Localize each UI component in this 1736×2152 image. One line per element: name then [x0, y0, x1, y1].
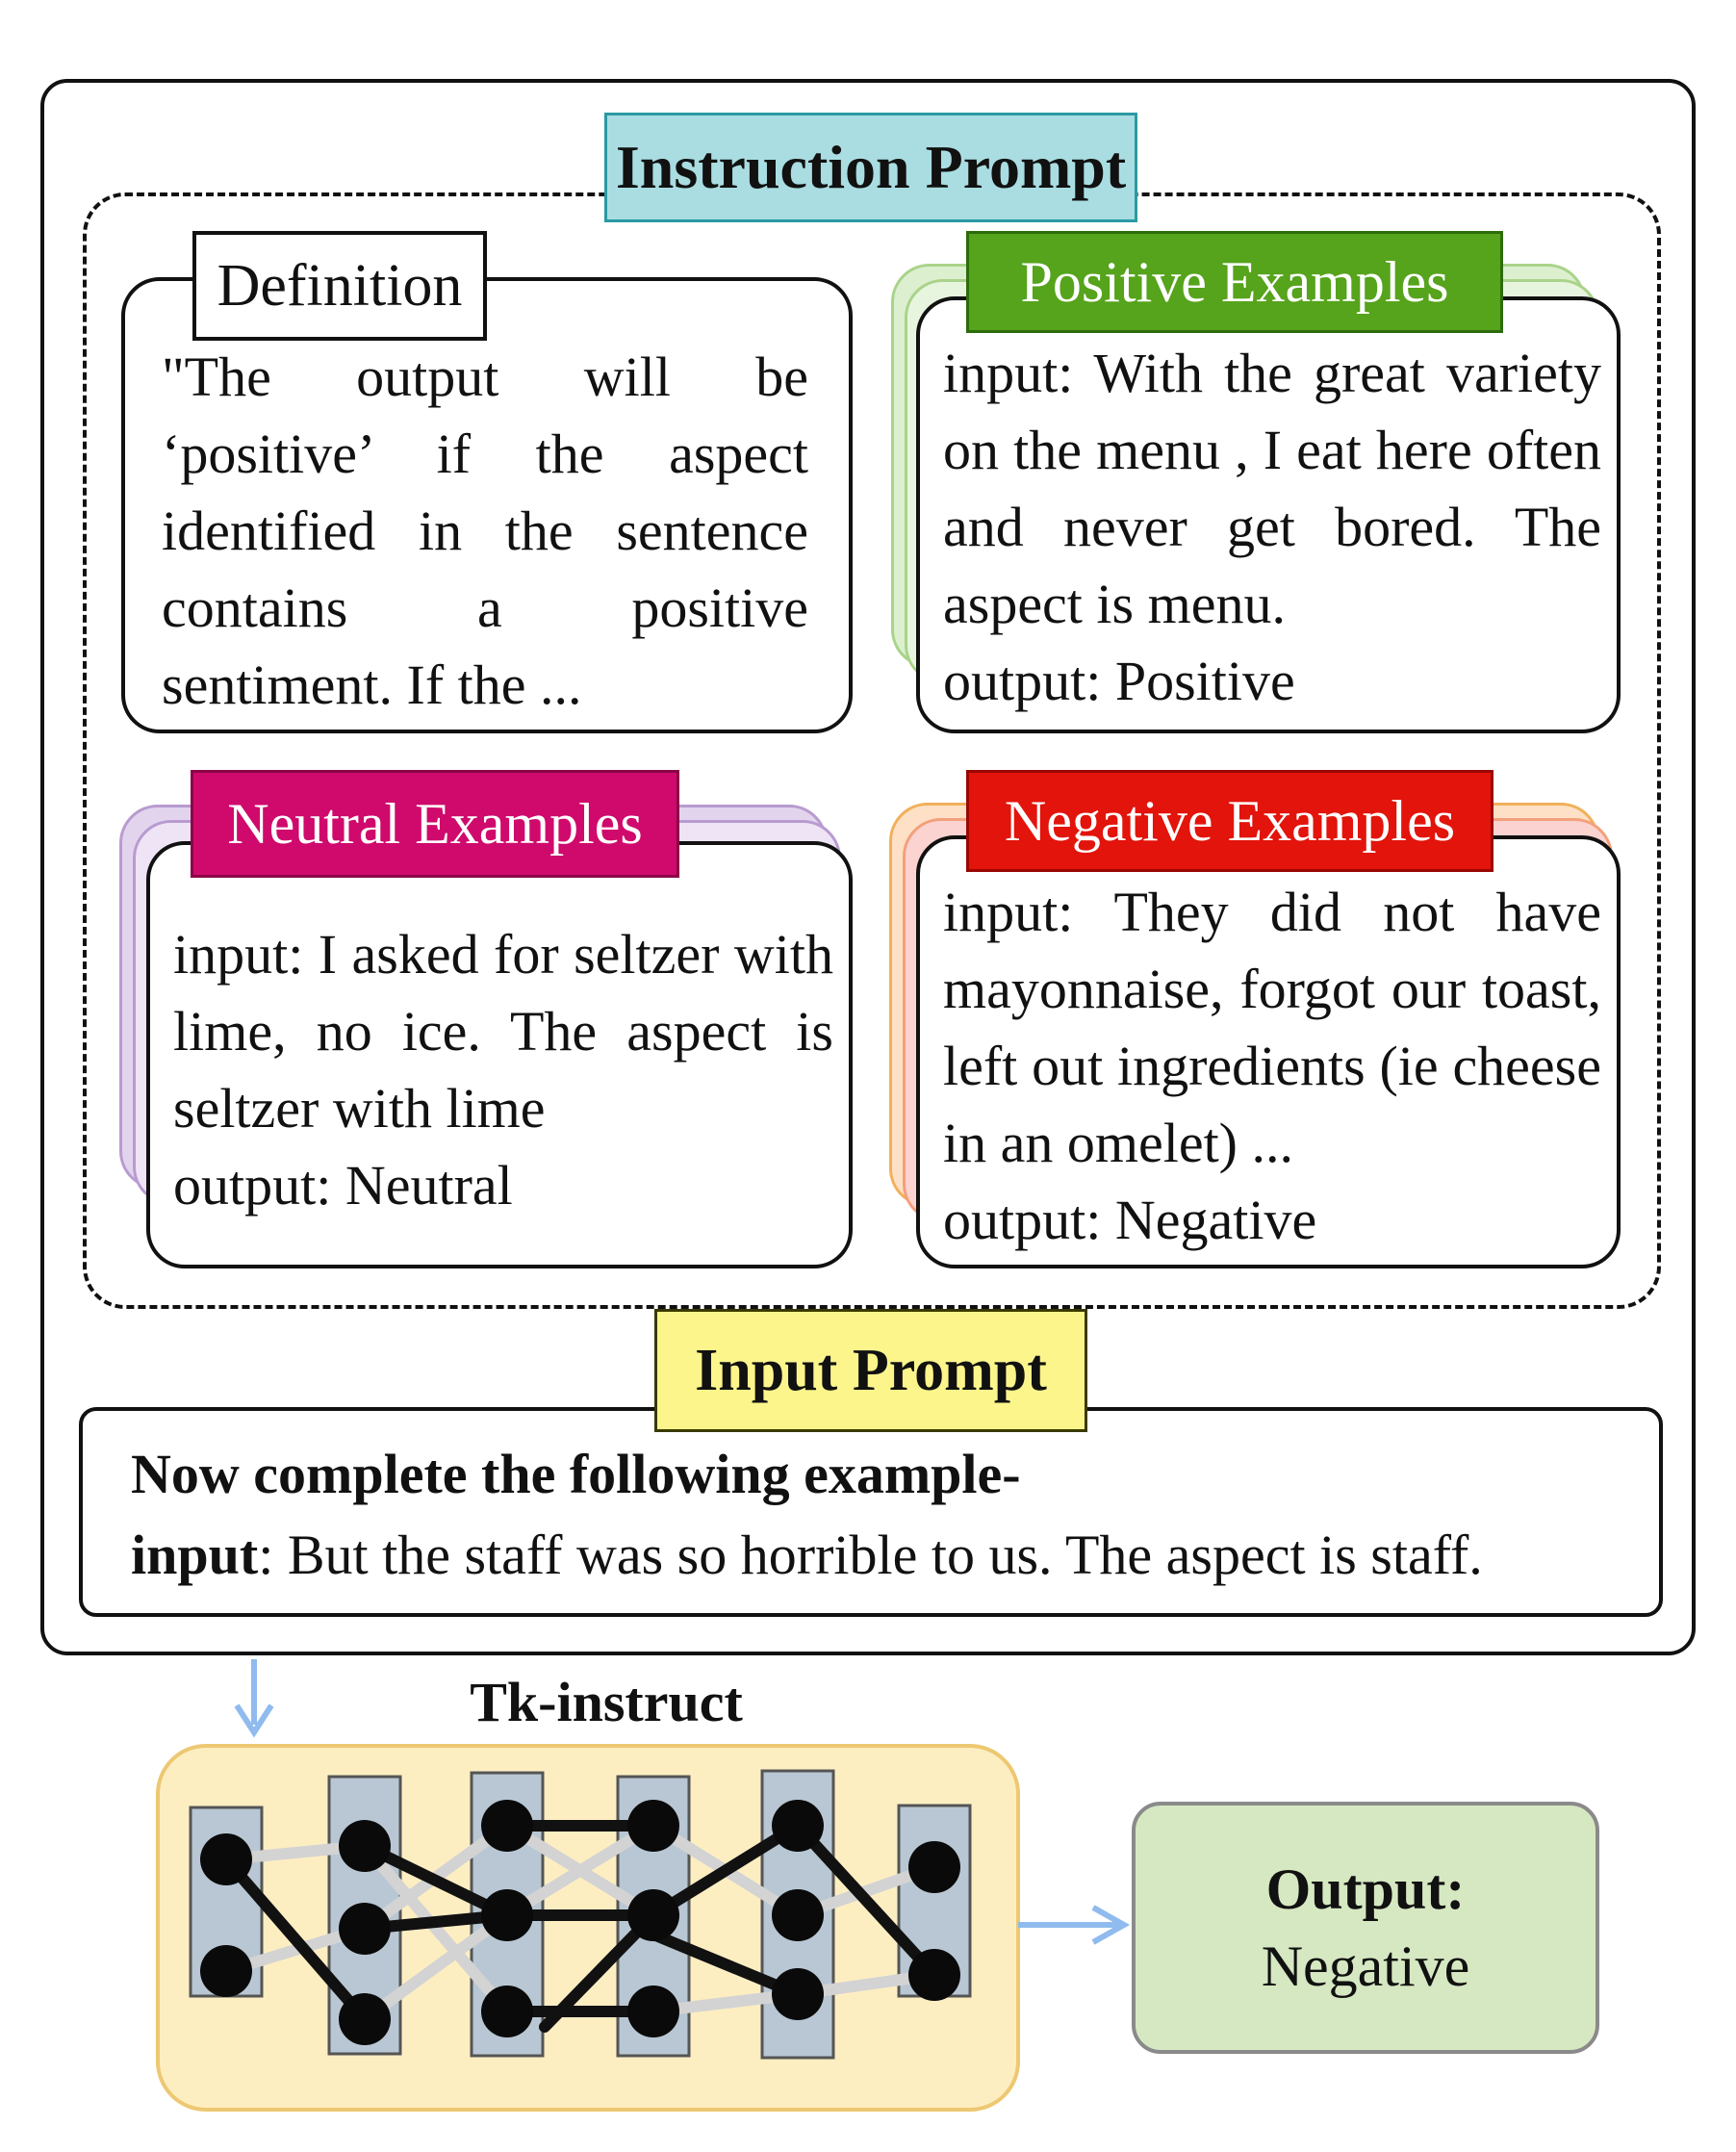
neuron [200, 1945, 252, 1997]
output-title: Output: [1265, 1857, 1466, 1921]
neutral-examples-card [146, 841, 853, 1268]
neuron [339, 1993, 391, 2045]
definition-card [121, 277, 853, 733]
neutral-input-text: input: I asked for seltzer with lime, no… [173, 923, 833, 1140]
neuron [627, 1800, 679, 1852]
model-name-label: Tk-instruct [470, 1671, 743, 1733]
input-prompt-text: Now complete the following example- inpu… [131, 1434, 1642, 1596]
neuron [481, 1889, 533, 1941]
positive-examples-label: Positive Examples [966, 231, 1503, 333]
input-arrow [234, 1659, 274, 1738]
input-prompt-input-label: input [131, 1524, 259, 1586]
neuron [908, 1949, 960, 2001]
neuron [772, 1889, 824, 1941]
model-network-box [156, 1744, 1020, 2112]
neuron [627, 1985, 679, 2037]
neuron [772, 1968, 824, 2020]
negative-input-text: input: They did not have mayonnaise, for… [943, 881, 1601, 1174]
neuron [627, 1889, 679, 1941]
output-arrow [1018, 1905, 1131, 1945]
positive-input-text: input: With the great variety on the men… [943, 342, 1601, 635]
prompt-frame [40, 79, 1696, 1655]
neuron [908, 1841, 960, 1893]
neurons [200, 1800, 960, 2045]
neuron [481, 1985, 533, 2037]
neuron [339, 1820, 391, 1872]
definition-text: "The output will be ‘positive’ if the as… [162, 346, 808, 716]
neutral-output-text: output: Neutral [173, 1154, 513, 1217]
positive-examples-card [916, 296, 1621, 733]
negative-examples-card [916, 835, 1621, 1268]
neuron [200, 1833, 252, 1885]
input-prompt-box [79, 1407, 1663, 1617]
negative-examples-label: Negative Examples [966, 770, 1493, 872]
output-box: Output: Negative [1132, 1802, 1599, 2054]
positive-output-text: output: Positive [943, 650, 1295, 712]
input-prompt-input-rest: : But the staff was so horrible to us. T… [258, 1524, 1483, 1586]
neuron [339, 1903, 391, 1955]
neutral-examples-label: Neutral Examples [191, 770, 679, 878]
neuron [481, 1800, 533, 1852]
definition-label: Definition [192, 231, 487, 341]
input-prompt-title: Input Prompt [654, 1309, 1087, 1432]
input-prompt-line1: Now complete the following example- [131, 1443, 1021, 1505]
neuron [772, 1800, 824, 1852]
input-prompt-line2: input: But the staff was so horrible to … [131, 1515, 1642, 1596]
output-value: Negative [1261, 1934, 1470, 1998]
instruction-prompt-title: Instruction Prompt [604, 113, 1137, 222]
negative-output-text: output: Negative [943, 1189, 1317, 1251]
